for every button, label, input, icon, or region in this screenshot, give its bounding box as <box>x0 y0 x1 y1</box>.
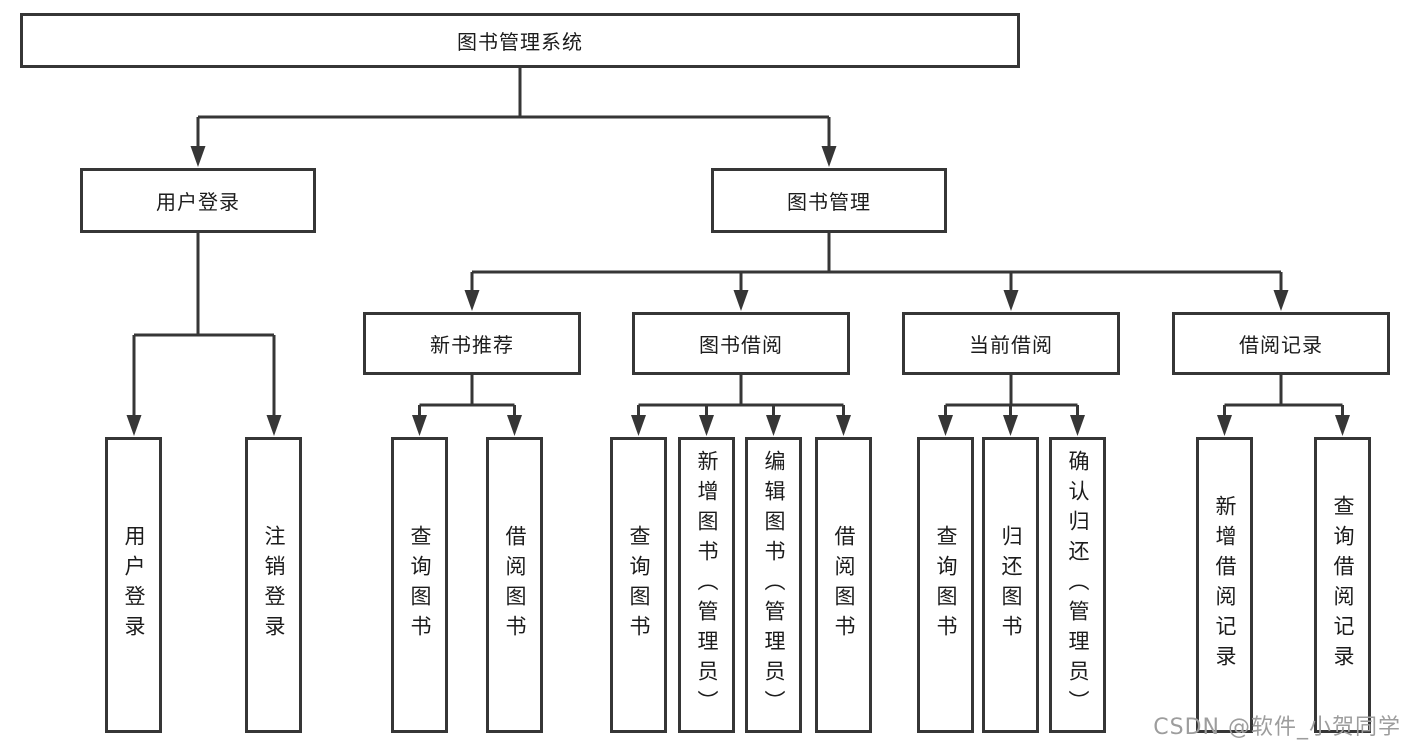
node-label: 归还图书 <box>999 525 1023 645</box>
node-label: 查询图书 <box>408 525 432 645</box>
node-label: 查询图书 <box>934 525 958 645</box>
leaf-user-login: 用户登录 <box>105 437 162 733</box>
leaf-logout: 注销登录 <box>245 437 302 733</box>
node-label: 借阅记录 <box>1239 333 1323 357</box>
node-borrowing-records: 借阅记录 <box>1172 312 1390 375</box>
node-book-management: 图书管理 <box>711 168 947 233</box>
node-user-login: 用户登录 <box>80 168 316 233</box>
leaf-add-borrow-record: 新增借阅记录 <box>1196 437 1253 733</box>
node-label: 图书借阅 <box>699 333 783 357</box>
node-library-system: 图书管理系统 <box>20 13 1020 68</box>
node-book-borrowing: 图书借阅 <box>632 312 850 375</box>
leaf-borrow-book: 借阅图书 <box>815 437 872 733</box>
node-label: 查询借阅记录 <box>1331 495 1355 675</box>
leaf-query-book-recommend: 查询图书 <box>391 437 448 733</box>
node-current-borrowing: 当前借阅 <box>902 312 1120 375</box>
leaf-query-borrow-record: 查询借阅记录 <box>1314 437 1371 733</box>
csdn-watermark: CSDN @软件_小贺同学 <box>1153 715 1401 740</box>
node-label: 确认归还（管理员） <box>1066 450 1090 720</box>
leaf-borrow-book-recommend: 借阅图书 <box>486 437 543 733</box>
node-label: 借阅图书 <box>503 525 527 645</box>
leaf-add-book-admin: 新增图书（管理员） <box>678 437 735 733</box>
arrowheads <box>126 146 1350 436</box>
leaf-edit-book-admin: 编辑图书（管理员） <box>745 437 802 733</box>
node-label: 新增借阅记录 <box>1213 495 1237 675</box>
leaf-confirm-return-admin: 确认归还（管理员） <box>1049 437 1106 733</box>
leaf-query-book-borrowing: 查询图书 <box>610 437 667 733</box>
node-label: 图书管理 <box>787 190 871 214</box>
leaf-return-book: 归还图书 <box>982 437 1039 733</box>
node-label: 注销登录 <box>262 525 286 645</box>
node-label: 图书管理系统 <box>457 30 583 54</box>
node-label: 借阅图书 <box>832 525 856 645</box>
node-label: 新书推荐 <box>430 333 514 357</box>
leaf-query-book-current: 查询图书 <box>917 437 974 733</box>
node-label: 用户登录 <box>156 190 240 214</box>
node-new-book-recommend: 新书推荐 <box>363 312 581 375</box>
node-label: 查询图书 <box>627 525 651 645</box>
node-label: 用户登录 <box>122 525 146 645</box>
node-label: 编辑图书（管理员） <box>762 450 786 720</box>
node-label: 新增图书（管理员） <box>695 450 719 720</box>
node-label: 当前借阅 <box>969 333 1053 357</box>
